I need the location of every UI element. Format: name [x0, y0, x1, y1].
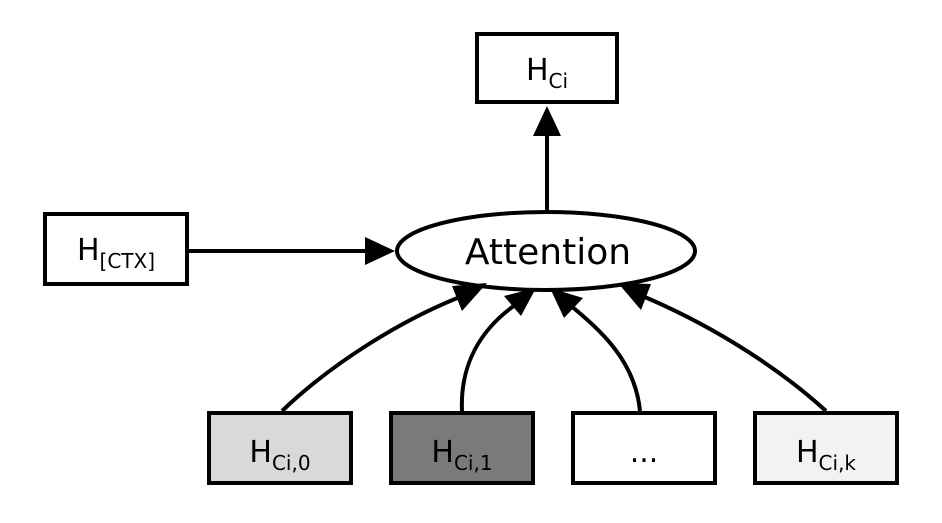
- input-label-k: HCi,k: [796, 435, 856, 475]
- input-label-1: HCi,1: [431, 435, 492, 475]
- arrow-input-ellipsis-to-attention: [568, 303, 642, 412]
- output-label: HCi: [526, 53, 568, 93]
- arrow-input-k-to-attention: [639, 293, 828, 413]
- input-box-1: [389, 411, 535, 485]
- context-label: H[CTX]: [77, 233, 155, 273]
- arrowhead-context: [365, 237, 395, 265]
- arrowhead-input-ellipsis: [550, 288, 583, 318]
- input-box-0: [207, 411, 353, 485]
- arrowhead-input-k: [618, 283, 651, 310]
- arrow-input-1-to-attention: [459, 303, 517, 412]
- attention-node: [395, 210, 697, 292]
- arrow-input-0-to-attention: [280, 293, 466, 413]
- arrowhead-output: [533, 106, 561, 136]
- arrowhead-input-1: [504, 288, 536, 316]
- output-box: [475, 32, 619, 104]
- input-label-0: HCi,0: [249, 435, 310, 475]
- input-box-ellipsis: [571, 411, 717, 485]
- attention-label: Attention: [465, 232, 631, 273]
- context-box: [43, 212, 189, 286]
- input-label-ellipsis: ...: [630, 435, 659, 470]
- arrowhead-input-0: [452, 283, 487, 311]
- input-box-k: [753, 411, 899, 485]
